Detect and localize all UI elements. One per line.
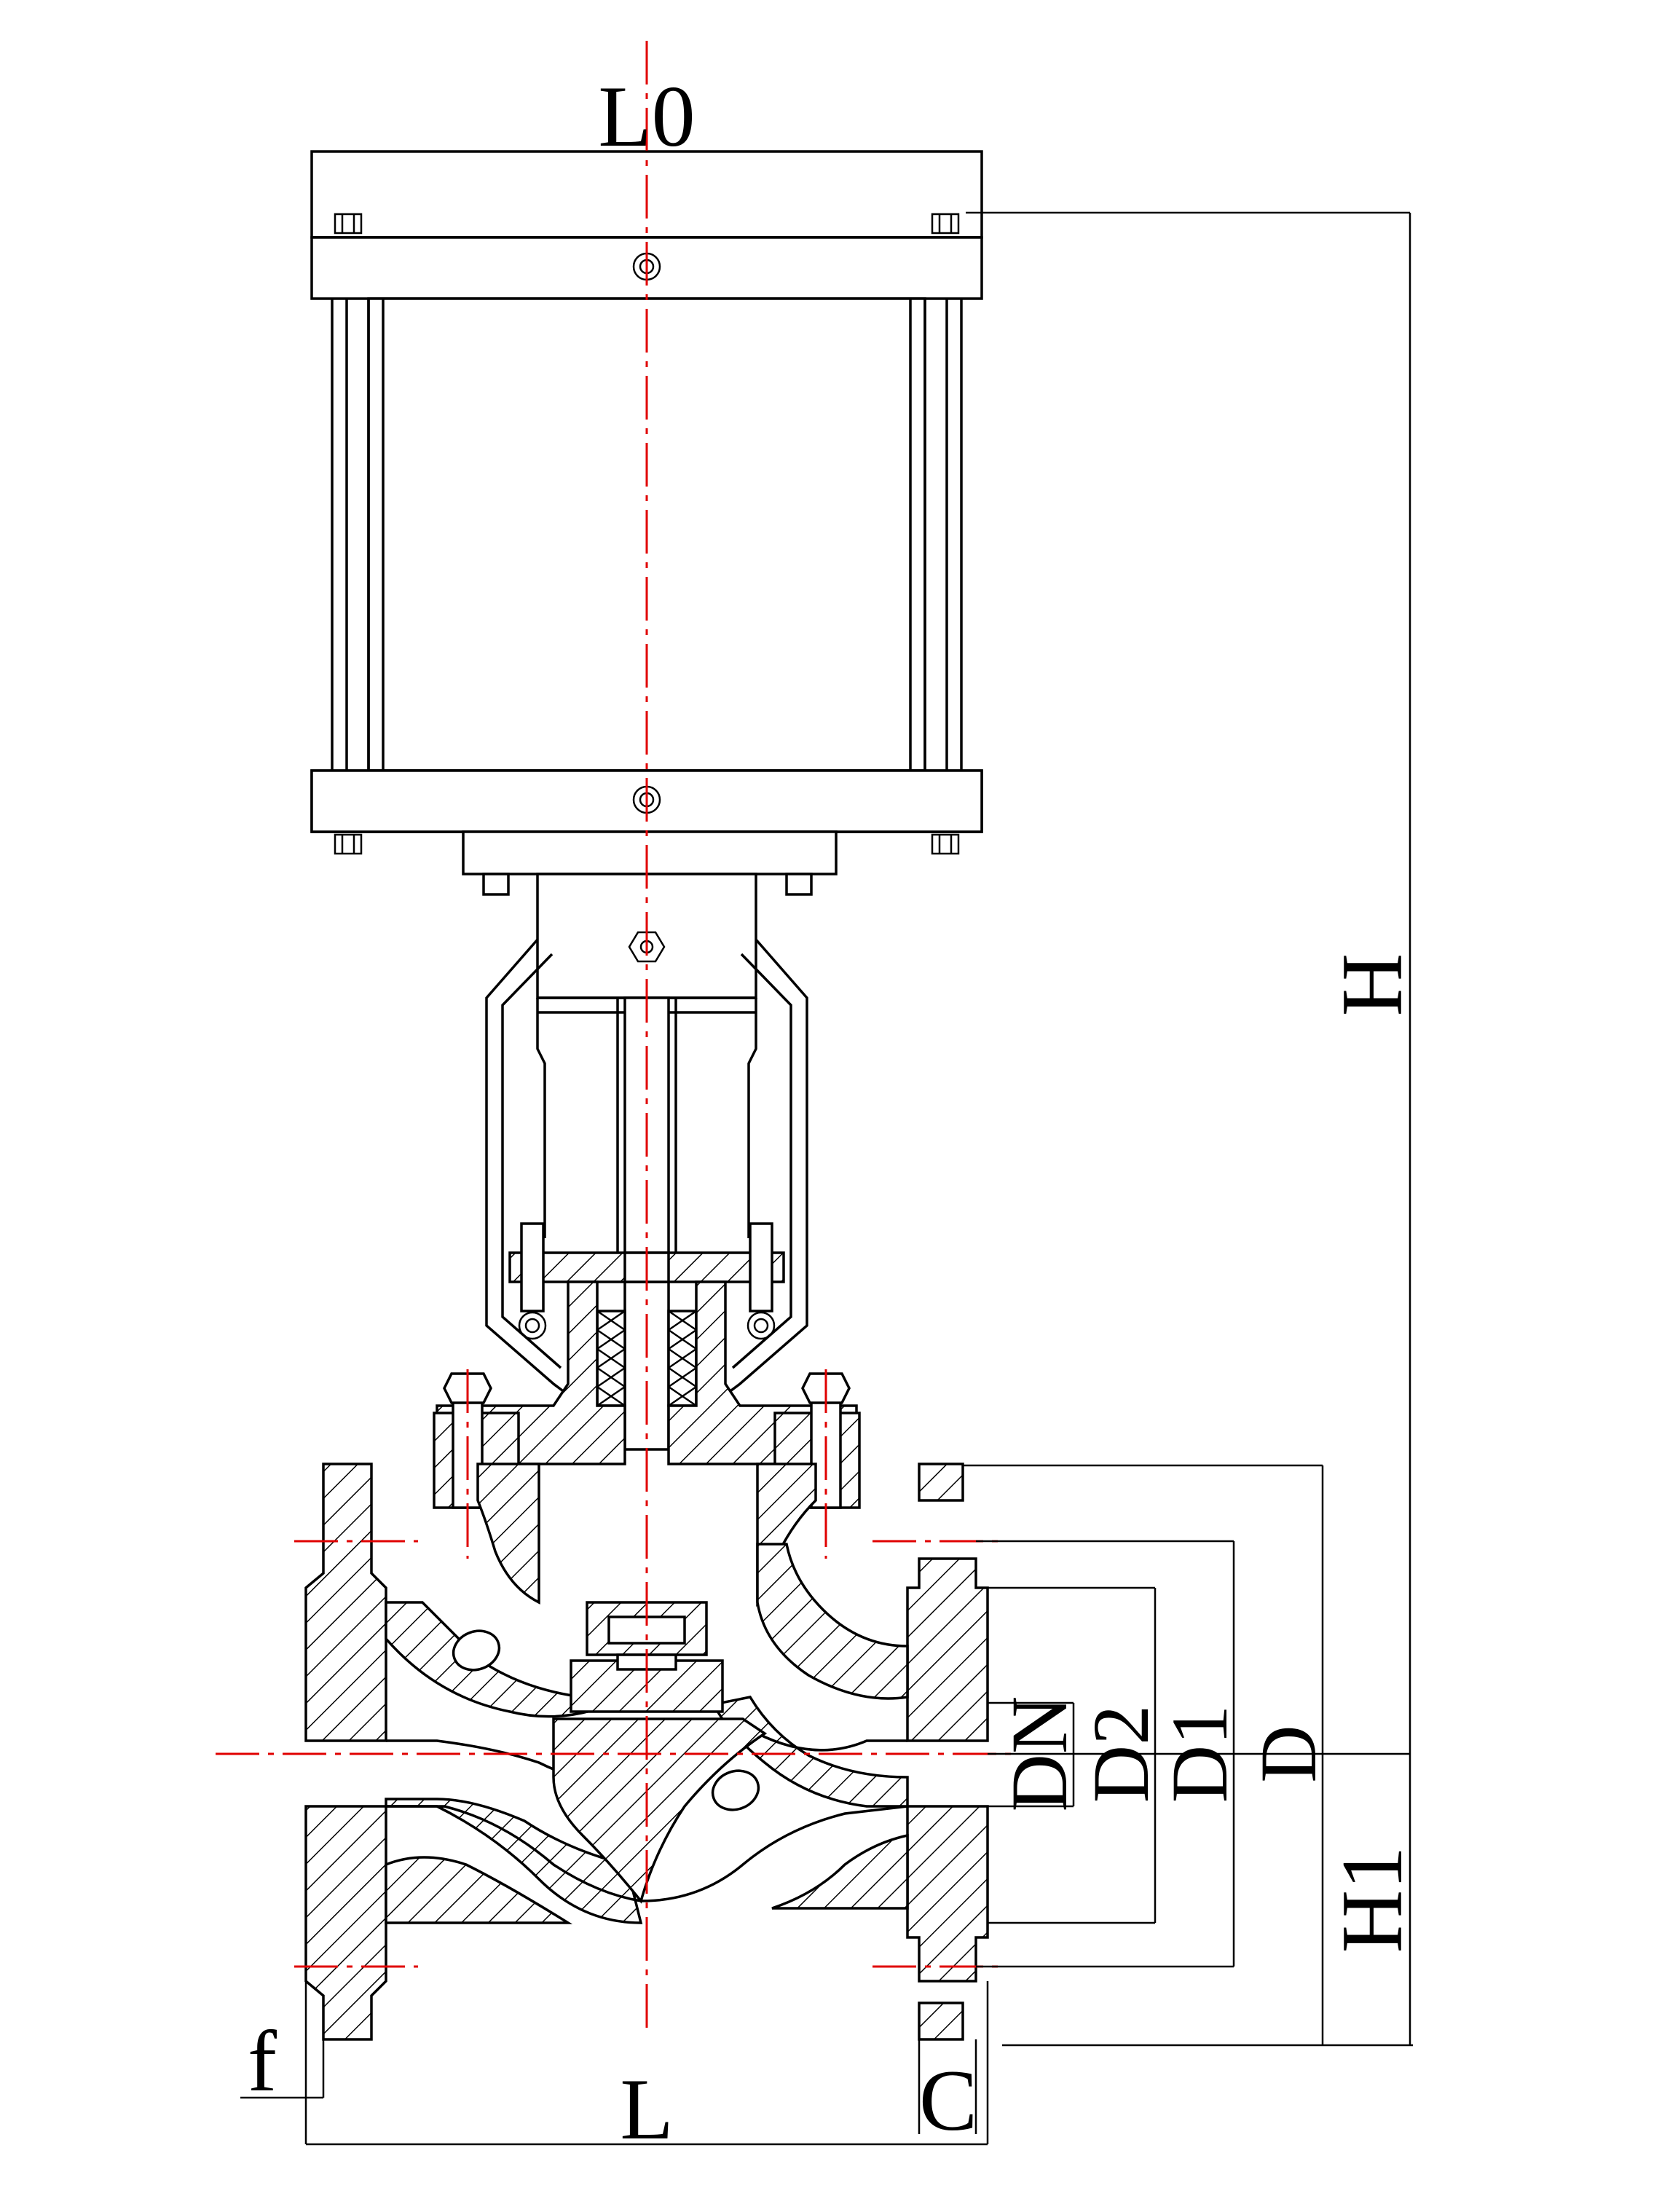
label-h1: H1 [1323,1846,1420,1953]
label-f: f [248,2012,277,2109]
label-d2: D2 [1076,1705,1165,1803]
label-c: C [919,2052,977,2149]
dimension-labels: L0 H H1 DN D2 D1 D L C f [248,68,1420,2157]
label-l0: L0 [598,68,695,165]
label-h: H [1323,953,1420,1017]
label-dn: DN [995,1696,1084,1812]
label-d: D [1244,1725,1333,1782]
dimensions [240,150,1413,2146]
nut-icon [334,213,960,855]
valve-body [304,1463,989,2041]
label-d1: D1 [1155,1705,1244,1803]
bonnet-flange [433,1369,861,1559]
label-l: L [620,2061,673,2157]
